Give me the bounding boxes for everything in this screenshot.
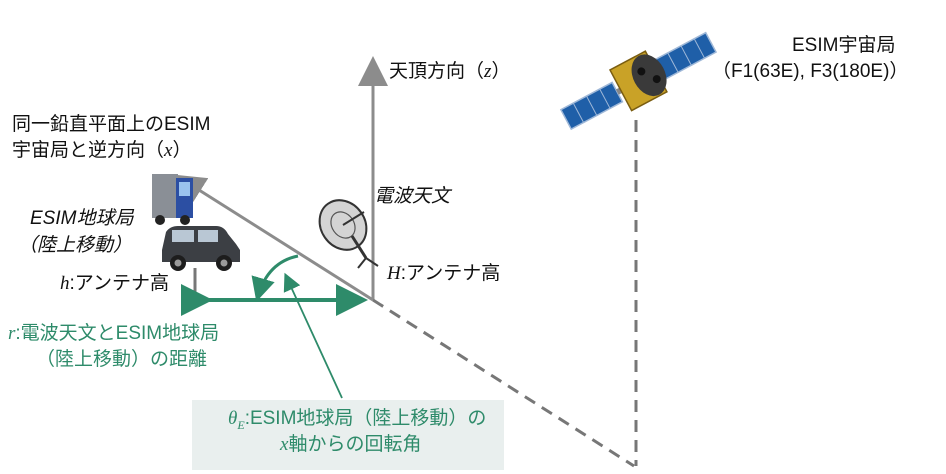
zenith-var-close: ） (491, 61, 511, 82)
H-antenna-height-label: H:アンテナ高 (387, 262, 500, 286)
h-antenna-height-label: h:アンテナ高 (60, 272, 169, 296)
zenith-var: z (484, 61, 492, 82)
car-icon (162, 226, 240, 271)
earth-station-line2: （陸上移動） (18, 235, 133, 256)
truck-icon (152, 174, 193, 225)
satellite-icon (559, 31, 718, 131)
zenith-var-open: （ (465, 61, 485, 82)
rotation-label-box (192, 400, 504, 470)
theta-sub: E (237, 417, 245, 432)
rotation-label-line2: x軸からの回転角 (280, 433, 421, 457)
zenith-label-text: 天頂方向 (389, 61, 466, 82)
theta-var: θ (228, 408, 238, 429)
satellite-title: ESIM宇宙局 (792, 35, 896, 56)
rotation-text-1: :ESIM地球局（陸上移動）の (244, 408, 487, 429)
H-text: :アンテナ高 (400, 263, 501, 284)
opposite-direction-line2: 宇宙局と逆方向（x） (12, 139, 191, 163)
H-var: H (387, 263, 401, 284)
h-var: h (60, 273, 70, 294)
distance-label-line2: （陸上移動）の距離 (36, 349, 208, 370)
opposite-var: x (164, 140, 173, 161)
distance-text-1: :電波天文とESIM地球局 (15, 323, 220, 344)
opposite-var-open: （ (145, 140, 165, 161)
opposite-label-text: 宇宙局と逆方向 (12, 140, 146, 161)
theta-leader-line (283, 272, 343, 399)
distance-label-line1: r:電波天文とESIM地球局 (8, 322, 219, 346)
rotation-x-var: x (280, 434, 289, 455)
rotation-arc (251, 254, 299, 302)
radio-telescope-icon (318, 199, 379, 269)
h-text: :アンテナ高 (69, 273, 170, 294)
satellite-link-slant (372, 298, 635, 468)
opposite-direction-line1: 同一鉛直平面上のESIM (12, 114, 211, 135)
zenith-label: 天頂方向（z） (389, 60, 510, 84)
radio-astronomy-label: 電波天文 (374, 186, 451, 207)
rotation-label-line1: θE:ESIM地球局（陸上移動）の (228, 407, 486, 433)
x-axis (174, 174, 374, 302)
satellite-positions: （F1(63E), F3(180E)） (712, 61, 909, 82)
rotation-text-2: 軸からの回転角 (288, 434, 422, 455)
distance-var: r (8, 323, 16, 344)
earth-station-line1: ESIM地球局 (30, 208, 134, 229)
opposite-var-close: ） (172, 140, 192, 161)
